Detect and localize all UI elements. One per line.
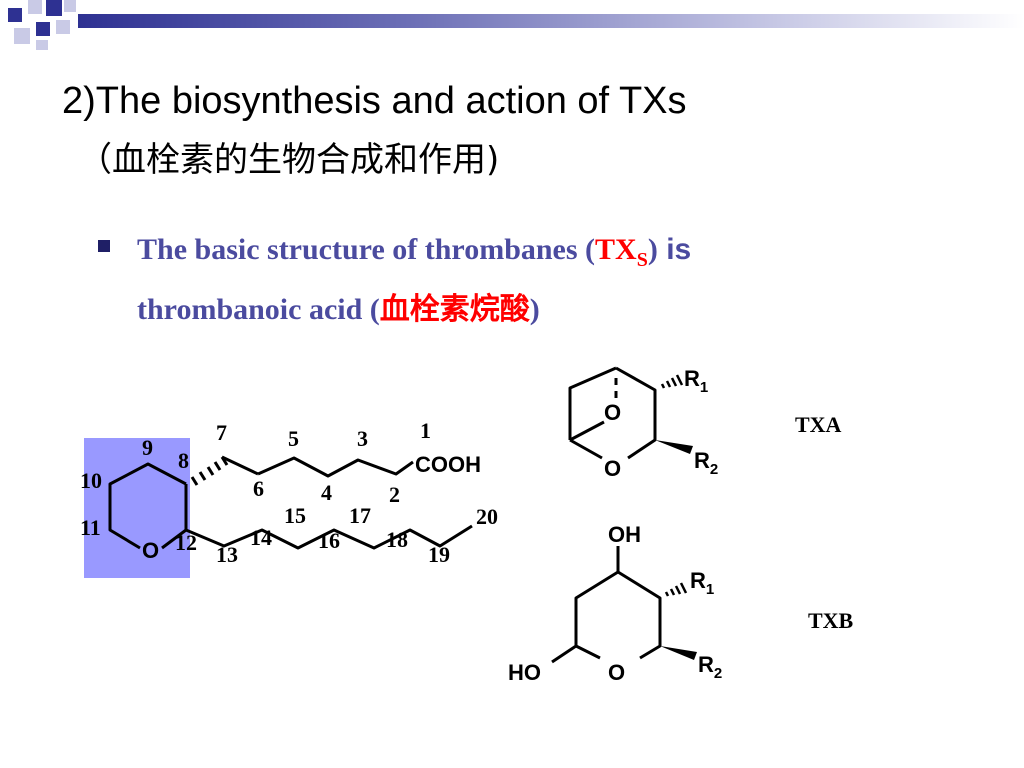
carbon-number: 20 [476,504,498,529]
carbon-number: 4 [321,480,332,505]
decor-square [36,40,48,50]
slide-subtitle-chinese: （血栓素的生物合成和作用) [78,140,500,180]
bullet-text-part4: ) [529,293,540,326]
decor-square [8,8,22,22]
txb-bold-wedge-r2 [660,646,697,660]
carbon-number: 5 [288,426,299,451]
decor-square [46,0,62,16]
bullet-text: The basic structure of thrombanes (TXS) … [137,225,897,335]
decor-square [36,22,50,36]
txb-hydroxyl: OH [608,522,641,547]
txa-ring-oxygen: O [604,456,621,481]
carbon-number: 12 [175,530,197,555]
carbon-number: 15 [284,503,306,528]
carbon-number: 18 [386,527,408,552]
txa-bold-wedge-r2 [655,440,693,454]
decor-square [28,0,42,14]
bullet-text-part1: The basic structure of thrombanes ( [137,233,596,266]
bullet-text-part2: ) [647,233,658,266]
carbon-number: 7 [216,420,227,445]
txa-bridge-oxygen: O [604,400,621,425]
carbon-number: 16 [318,528,340,553]
txb-ring-oxygen: O [608,660,625,685]
ring-oxygen-label: O [142,538,159,563]
txa-hashed-wedge-r1 [660,374,684,389]
txb-bonds [551,546,662,664]
thrombanoic-acid-structure: O COOH 1 2 3 4 5 6 7 8 9 10 11 12 13 14 … [80,418,498,578]
txb-r2: R2 [698,652,722,682]
txa-bonds [568,366,657,460]
bullet-text-part3: thrombanoic acid ( [137,293,380,326]
slide-title: 2)The biosynthesis and action of TXs [62,80,687,122]
txa-structure: O O R1 R2 TXA [568,366,842,481]
carbon-number: 10 [80,468,102,493]
carbon-number: 3 [357,426,368,451]
txa-label: TXA [795,412,842,437]
carbon-number: 2 [389,482,400,507]
decor-square [64,0,76,12]
txa-r1: R1 [684,366,708,396]
txb-label: TXB [808,608,854,633]
txb-hemiacetal-oh: HO [508,660,541,685]
ring-highlight-box [84,438,190,578]
txs-subscript: S [636,249,648,271]
txs-abbrev: TXS [595,233,648,271]
carbon-number: 17 [349,503,371,528]
txb-structure: OH O HO R1 R2 TXB [508,522,854,685]
cooh-label: COOH [415,452,481,477]
bullet-square-icon [98,240,110,252]
header-gradient-bar [78,14,1024,28]
header-decoration [0,0,1024,50]
carbon-number: 8 [178,448,189,473]
carbon-number: 11 [80,515,101,540]
carbon-number: 6 [253,476,264,501]
carbon-number: 19 [428,542,450,567]
decor-square [56,20,70,34]
carbon-number: 14 [250,525,272,550]
hashed-bond-c8 [190,455,259,486]
carbon-number: 1 [420,418,431,443]
decor-square [14,28,30,44]
carbon-number: 13 [216,542,238,567]
carbon-number: 9 [142,435,153,460]
chinese-compound-name: 血栓素烷酸 [379,292,530,327]
txa-r2: R2 [694,448,718,478]
thrombanoic-bonds [108,456,473,550]
bullet-text-is: is [657,233,692,266]
txb-r1: R1 [690,568,714,598]
txs-main: TX [595,233,637,266]
txb-hashed-wedge-r1 [664,582,688,597]
